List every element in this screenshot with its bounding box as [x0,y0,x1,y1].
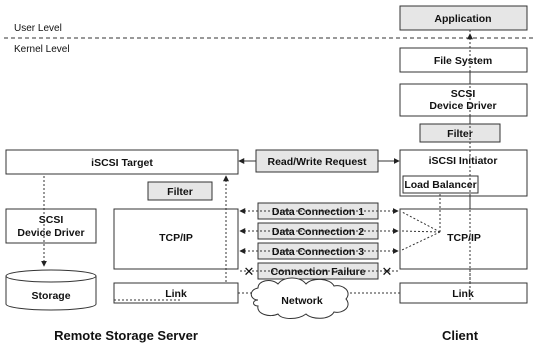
client-tcpip-label: TCP/IP [447,232,481,244]
load-balancer-box [402,175,479,194]
server-scsi-driver-box [5,208,97,244]
storage-cylinder [5,269,97,311]
iscsi-target-box [5,149,239,175]
failure-x-mark-right: ✕ [382,264,393,279]
storage-label: Storage [31,290,70,302]
client-scsi-driver-box [399,83,528,117]
application-box [399,5,528,31]
server-filter-label: Filter [167,186,193,198]
client-filter-box [419,123,501,143]
iscsi-target-label: iSCSI Target [91,157,153,169]
server-scsi-driver-label-line2: Device Driver [17,227,84,239]
data-connection-3-label: Data Connection 3 [272,246,364,258]
rw-request-label: Read/Write Request [268,156,367,168]
server-caption: Remote Storage Server [54,328,198,343]
iscsi-initiator-label: iSCSI Initiator [429,155,498,167]
client-scsi-driver-label-line2: Device Driver [429,100,496,112]
data-connection-2-label: Data Connection 2 [272,226,364,238]
client-scsi-driver-label-line1: SCSI [451,88,476,100]
application-label: Application [434,13,491,25]
client-link-label: Link [452,288,474,300]
file-system-box [399,47,528,73]
network-cloud [250,277,349,319]
server-tcpip-label: TCP/IP [159,232,193,244]
client-filter-label: Filter [447,128,473,140]
connection-failure-label: Connection Failure [270,266,365,278]
user-level-label: User Level [14,23,62,34]
failure-x-mark-left: ✕ [244,264,255,279]
load-balancer-label: Load Balancer [404,179,476,191]
data-connection-1-label: Data Connection 1 [272,206,364,218]
network-label: Network [281,295,323,307]
client-tcpip-box [399,208,528,270]
server-link-label: Link [165,288,187,300]
kernel-level-label: Kernel Level [14,44,70,55]
file-system-label: File System [434,55,492,67]
server-filter-box [147,181,213,201]
server-tcpip-box [113,208,239,270]
load-balancer-fanout [401,194,441,251]
server-scsi-driver-label-line1: SCSI [39,214,64,226]
client-caption: Client [442,328,479,343]
